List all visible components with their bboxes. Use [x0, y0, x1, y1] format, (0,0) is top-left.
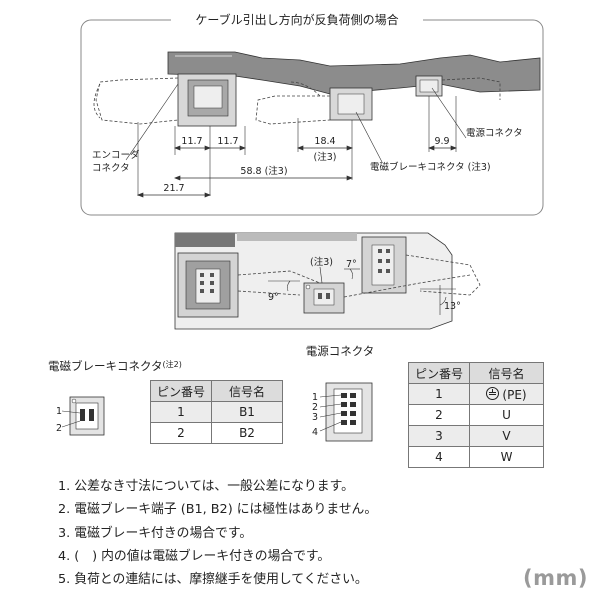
- note-3: 3. 電磁ブレーキ付きの場合です。: [58, 525, 253, 541]
- angle-13: 13°: [444, 301, 461, 312]
- note-4: 4. ( ) 内の値は電磁ブレーキ付きの場合です。: [58, 548, 331, 564]
- dim-9-9: 9.9: [434, 136, 449, 147]
- brake-row-1-signal: B1: [211, 401, 283, 423]
- power-pin-label-1: 1: [312, 392, 318, 403]
- brake-table-header-signal: 信号名: [211, 380, 283, 402]
- power-pin-label-3: 3: [312, 412, 318, 423]
- encoder-connector-label-2: コネクタ: [92, 163, 130, 174]
- power-pin-table: ピン番号 信号名 1 (PE) 2 U 3 V 4 W: [408, 362, 544, 468]
- brake-pin-label-1: 1: [56, 406, 62, 417]
- notes-list: 1. 公差なき寸法については、一般公差になります。 2. 電磁ブレーキ端子 (B…: [58, 475, 377, 591]
- power-row-4-signal: W: [469, 446, 544, 468]
- middle-view-drawing: 9° 7° 13° (注3) 電源コネクタ: [174, 232, 481, 358]
- note-2: 2. 電磁ブレーキ端子 (B1, B2) には極性はありません。: [58, 502, 378, 518]
- dim-11-7-a: 11.7: [181, 136, 202, 147]
- power-row-3-signal: V: [469, 425, 544, 447]
- brake-row-2-signal: B2: [211, 422, 283, 444]
- brake-connector-side: [303, 282, 345, 314]
- power-connector-caption: 電源コネクタ: [306, 344, 375, 358]
- brake-row-2-pin: 2: [150, 422, 212, 444]
- top-view-drawing: ケーブル引出し方向が反負荷側の場合: [80, 12, 544, 216]
- dim-11-7-b: 11.7: [217, 136, 238, 147]
- power-connector-label: 電源コネクタ: [466, 128, 523, 139]
- brake-connector-face: 1 2: [56, 396, 105, 436]
- power-pin-label-2: 2: [312, 402, 318, 413]
- power-table-header-signal: 信号名: [469, 362, 544, 384]
- top-view-frame: [80, 19, 544, 216]
- power-row-2-pin: 2: [408, 404, 470, 426]
- ground-icon: [486, 386, 500, 400]
- dim-21-7: 21.7: [163, 183, 184, 194]
- power-connector-face: 1 2 3 4: [312, 382, 373, 442]
- brake-connector-title-text: 電磁ブレーキコネクタ: [48, 359, 163, 373]
- brake-connector-title: 電磁ブレーキコネクタ(注2): [48, 358, 182, 374]
- power-row-3-pin: 3: [408, 425, 470, 447]
- top-view-title: ケーブル引出し方向が反負荷側の場合: [195, 12, 398, 27]
- power-row-2-signal: U: [469, 404, 544, 426]
- power-row-1-signal: (PE): [502, 387, 527, 402]
- brake-connector-label: 電磁ブレーキコネクタ (注3): [370, 161, 491, 173]
- brake-row-1-pin: 1: [150, 401, 212, 423]
- dim-18-4: 18.4: [314, 136, 335, 147]
- brake-pin-label-2: 2: [56, 423, 62, 434]
- note-1: 1. 公差なき寸法については、一般公差になります。: [58, 479, 354, 494]
- dim-18-4-note: (注3): [314, 151, 337, 163]
- power-row-1-pin: 1: [408, 383, 470, 405]
- power-row-4-pin: 4: [408, 446, 470, 468]
- brake-connector-title-note: (注2): [162, 360, 182, 369]
- brake-pin-table: ピン番号 信号名 1 B1 2 B2: [150, 380, 283, 444]
- encoder-connector-label-1: エンコーダ: [92, 149, 140, 161]
- dim-58-8: 58.8 (注3): [240, 165, 287, 177]
- brake-connector-block: [329, 87, 373, 121]
- unit-label: (mm): [523, 566, 588, 590]
- power-pin-label-4: 4: [312, 427, 318, 438]
- power-table-header-pin: ピン番号: [408, 362, 470, 384]
- motor-body: [167, 51, 541, 95]
- power-row-1-signal-cell: (PE): [469, 383, 544, 405]
- note3-label: (注3): [310, 256, 333, 268]
- angle-9: 9°: [268, 292, 279, 303]
- brake-table-header-pin: ピン番号: [150, 380, 212, 402]
- note-5: 5. 負荷との連結には、摩擦継手を使用してください。: [58, 572, 368, 588]
- angle-7: 7°: [346, 259, 357, 270]
